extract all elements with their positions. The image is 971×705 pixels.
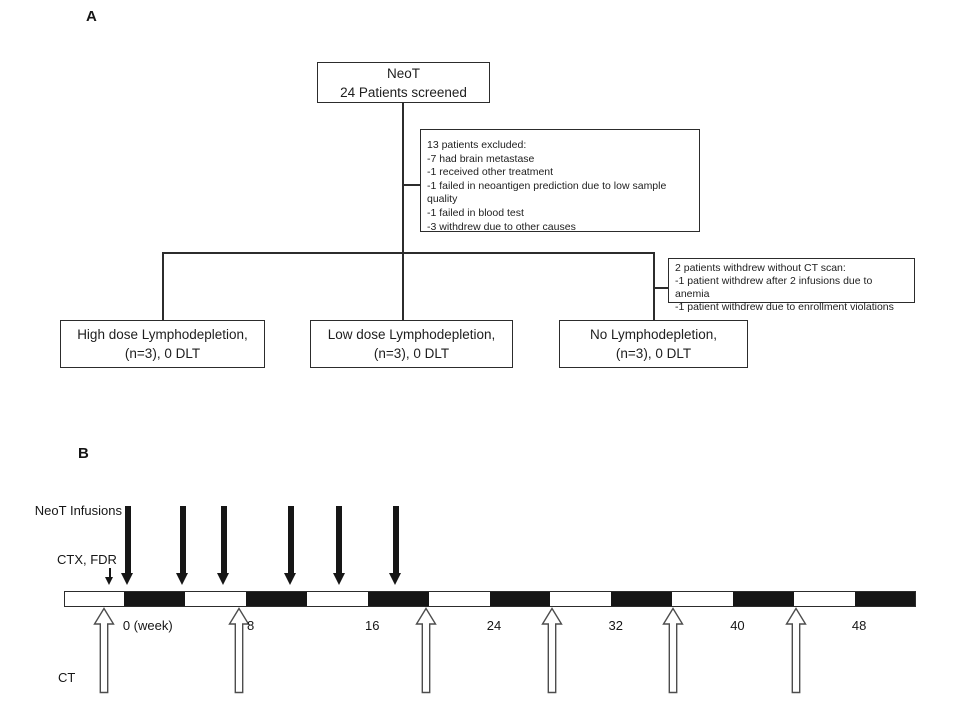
excluded-line: -7 had brain metastase (427, 152, 535, 165)
ct-scan-arrow (228, 607, 250, 694)
arrow-head (217, 573, 230, 585)
screened-box: NeoT 24 Patients screened (317, 62, 490, 103)
arrow-shaft (336, 506, 343, 573)
panel-b-label: B (78, 445, 89, 462)
arm-box-high-dose: High dose Lymphodepletion, (n=3), 0 DLT (60, 320, 265, 368)
excluded-line: -3 withdrew due to other causes (427, 220, 576, 233)
arrow-head (284, 573, 297, 585)
timeline-black-segment (732, 592, 794, 606)
week-tick-label: 48 (851, 618, 867, 633)
week-tick-label: 16 (365, 618, 380, 633)
arm-box-low-dose: Low dose Lymphodepletion, (n=3), 0 DLT (310, 320, 513, 368)
arrow-shaft (108, 568, 111, 577)
arrow-shaft (220, 506, 227, 573)
timeline-black-segment (246, 592, 307, 606)
neot-infusion-arrow (389, 506, 402, 585)
connector-excluded-box (403, 184, 421, 186)
timeline-black-segment (489, 592, 551, 606)
excluded-line: -1 failed in neoantigen prediction due t… (427, 179, 667, 206)
excluded-line: 13 patients excluded: (427, 139, 527, 151)
ctx-fdr-label: CTX, FDR (57, 552, 117, 567)
week-tick-label: 32 (608, 618, 623, 633)
neot-infusion-arrow (217, 506, 230, 585)
arrow-head (332, 573, 345, 585)
withdrew-box: 2 patients withdrew without CT scan: -1 … (668, 258, 915, 313)
screened-box-line1: NeoT (386, 65, 420, 81)
arrow-shaft (124, 506, 131, 573)
timeline-black-segment (854, 592, 916, 606)
arm-box-line2: (n=3), 0 DLT (373, 346, 450, 361)
ct-label: CT (58, 670, 76, 685)
arm-box-line2: (n=3), 0 DLT (615, 346, 692, 361)
excluded-line: -1 failed in blood test (427, 206, 524, 219)
ct-scan-arrow (785, 607, 807, 694)
week-tick-label: 8 (246, 618, 255, 633)
neot-infusion-arrow (176, 506, 189, 585)
ctx-fdr-arrow (105, 568, 114, 585)
arm-box-line2: (n=3), 0 DLT (124, 346, 201, 361)
timeline-black-segment (124, 592, 186, 606)
arrow-shaft (287, 506, 294, 573)
ct-scan-arrow (661, 607, 684, 694)
arrow-shaft (392, 506, 399, 573)
timeline-bar (64, 591, 916, 607)
timeline-black-segment (611, 592, 673, 606)
timeline-black-segment (367, 592, 429, 606)
neot-infusion-arrow (284, 506, 297, 585)
arrow-head (176, 573, 189, 585)
excluded-line: -1 received other treatment (427, 166, 554, 179)
arm-box-line1: No Lymphodepletion, (589, 327, 718, 342)
connector-branch-horizontal (162, 252, 653, 254)
connector-arm-no-vertical (653, 252, 655, 320)
screened-box-line2: 24 Patients screened (340, 84, 467, 100)
connector-arm-high-vertical (162, 252, 164, 320)
arrow-head (105, 577, 114, 585)
ct-scan-arrow (92, 607, 115, 694)
excluded-box: 13 patients excluded: -7 had brain metas… (420, 129, 700, 233)
week-tick-label: 0 (week) (122, 618, 173, 633)
week-tick-label: 40 (730, 618, 745, 633)
arrow-head (121, 573, 134, 585)
arrow-shaft (179, 506, 186, 573)
ct-scan-arrow (415, 607, 437, 694)
withdrew-line: -1 patient withdrew after 2 infusions du… (675, 275, 873, 300)
arm-box-line1: High dose Lymphodepletion, (77, 327, 248, 342)
connector-withdrew-box (653, 287, 668, 289)
withdrew-line: 2 patients withdrew without CT scan: (675, 262, 846, 274)
neot-infusion-arrow (121, 506, 134, 585)
arrow-head (389, 573, 402, 585)
withdrew-line: -1 patient withdrew due to enrollment vi… (675, 301, 894, 313)
neot-infusions-label: NeoT Infusions (34, 503, 122, 518)
panel-a-label: A (86, 8, 97, 25)
connector-main-vertical (402, 103, 404, 320)
week-tick-label: 24 (486, 618, 502, 633)
arm-box-line1: Low dose Lymphodepletion, (327, 327, 496, 342)
arm-box-no-lymphodepletion: No Lymphodepletion, (n=3), 0 DLT (559, 320, 748, 368)
neot-infusion-arrow (332, 506, 346, 585)
ct-scan-arrow (541, 607, 564, 694)
